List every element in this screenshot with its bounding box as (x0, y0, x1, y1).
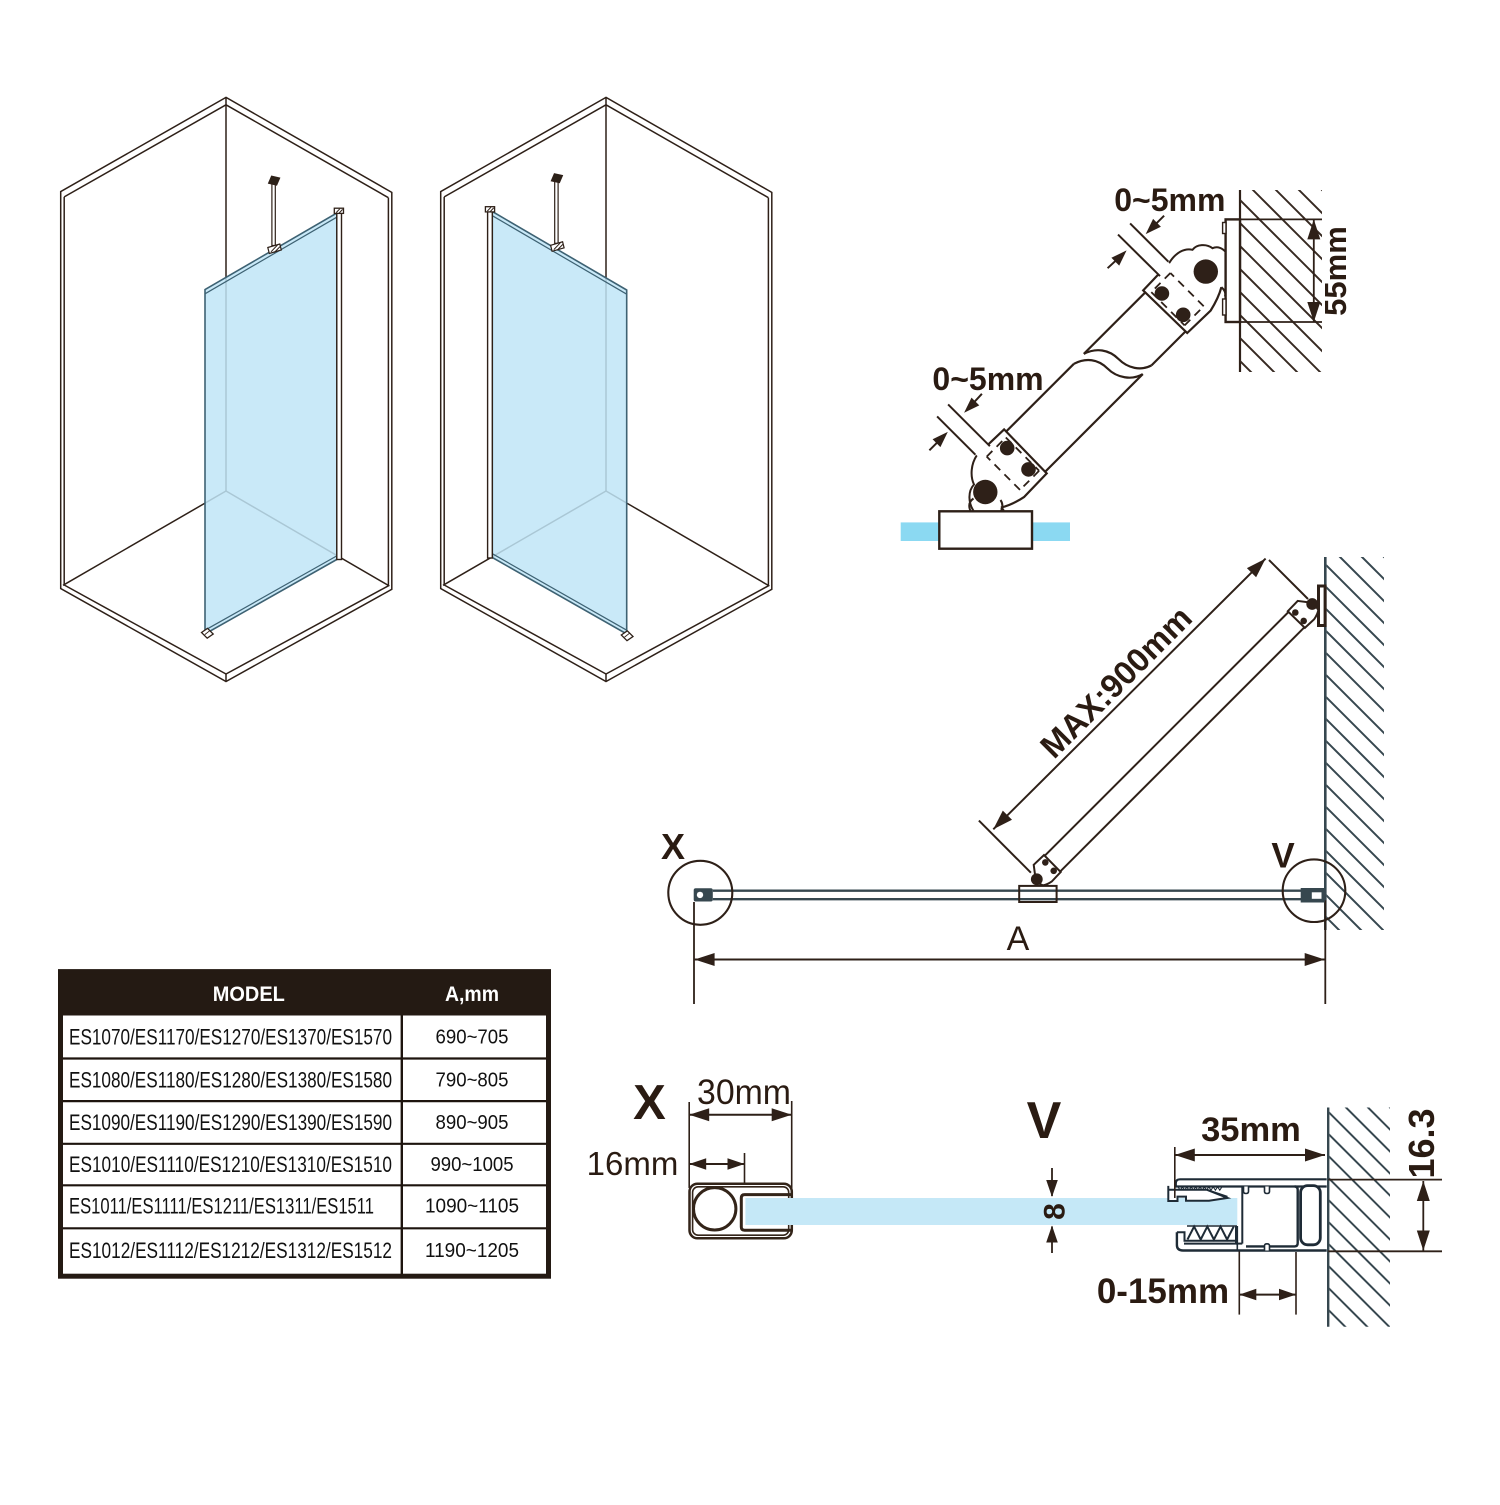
svg-text:0-15mm: 0-15mm (1097, 1272, 1229, 1311)
svg-text:A,mm: A,mm (445, 983, 499, 1006)
svg-text:ES1070/ES1170/ES1270/ES1370/ES: ES1070/ES1170/ES1270/ES1370/ES1570 (69, 1025, 392, 1050)
svg-text:55mm: 55mm (1318, 226, 1353, 316)
svg-text:ES1010/ES1110/ES1210/ES1310/ES: ES1010/ES1110/ES1210/ES1310/ES1510 (69, 1152, 392, 1177)
svg-text:ES1012/ES1112/ES1212/ES1312/ES: ES1012/ES1112/ES1212/ES1312/ES1512 (69, 1238, 392, 1263)
svg-text:X: X (633, 1076, 666, 1130)
svg-text:790~805: 790~805 (436, 1070, 509, 1092)
svg-text:1190~1205: 1190~1205 (425, 1240, 519, 1262)
svg-text:30mm: 30mm (697, 1073, 791, 1112)
svg-text:V: V (1027, 1092, 1062, 1150)
svg-text:V: V (1271, 836, 1295, 875)
svg-text:35mm: 35mm (1201, 1111, 1301, 1149)
svg-text:X: X (661, 826, 685, 867)
svg-text:0~5mm: 0~5mm (1114, 182, 1225, 218)
svg-text:8: 8 (1039, 1203, 1072, 1220)
svg-text:16.3: 16.3 (1401, 1108, 1442, 1178)
svg-text:1090~1105: 1090~1105 (425, 1196, 519, 1218)
svg-text:990~1005: 990~1005 (430, 1154, 513, 1176)
svg-text:ES1090/ES1190/ES1290/ES1390/ES: ES1090/ES1190/ES1290/ES1390/ES1590 (69, 1110, 392, 1135)
svg-text:A: A (1007, 920, 1030, 958)
svg-text:690~705: 690~705 (436, 1027, 509, 1049)
svg-text:16mm: 16mm (587, 1145, 679, 1182)
svg-text:0~5mm: 0~5mm (932, 361, 1043, 397)
svg-text:ES1011/ES1111/ES1211/ES1311/ES: ES1011/ES1111/ES1211/ES1311/ES1511 (69, 1194, 374, 1219)
svg-text:ES1080/ES1180/ES1280/ES1380/ES: ES1080/ES1180/ES1280/ES1380/ES1580 (69, 1067, 392, 1092)
svg-text:MODEL: MODEL (213, 983, 285, 1006)
svg-text:890~905: 890~905 (436, 1112, 509, 1134)
